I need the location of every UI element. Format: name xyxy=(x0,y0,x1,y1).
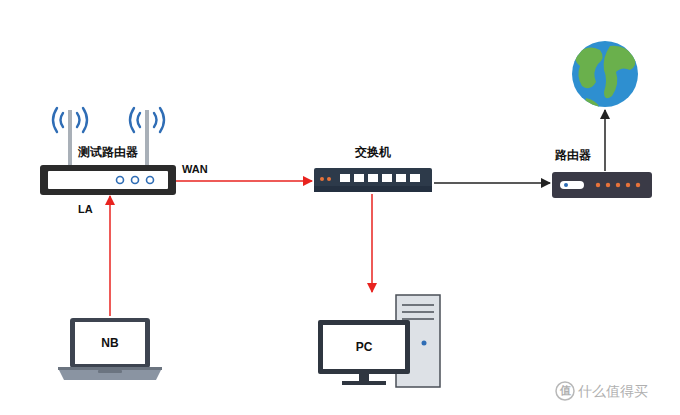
connector xyxy=(109,196,111,316)
switch: 交换机 xyxy=(312,142,434,194)
port-label: WAN xyxy=(182,163,208,176)
device-label: 交换机 xyxy=(355,145,391,159)
pc: PC xyxy=(316,292,442,388)
globe xyxy=(572,41,638,108)
connector xyxy=(176,180,312,182)
connector xyxy=(434,182,550,184)
device-label: 测试路由器 xyxy=(78,145,138,159)
router: 路由器 xyxy=(550,145,654,199)
port-label: LA xyxy=(78,203,93,216)
router-body xyxy=(552,172,652,198)
antenna xyxy=(68,110,149,166)
watermark: 什么值得买 xyxy=(578,383,648,400)
laptop xyxy=(58,318,162,380)
watermark-icon xyxy=(556,382,574,400)
desktop-pc xyxy=(318,295,440,387)
laptop: NB xyxy=(60,316,162,382)
device-name: NB xyxy=(101,336,118,350)
router-body xyxy=(40,165,176,195)
device-name: PC xyxy=(356,340,373,354)
device-label: 路由器 xyxy=(555,148,591,162)
switch-body xyxy=(314,168,432,192)
watermark-icon-text: 值 xyxy=(560,384,571,397)
connector xyxy=(371,194,373,292)
wifi-symbol xyxy=(53,108,164,132)
internet-arrow xyxy=(604,110,606,171)
test-router: 测试路由器 xyxy=(40,142,176,196)
